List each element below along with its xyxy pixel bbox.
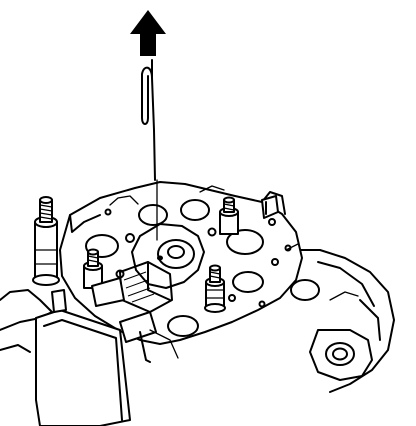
plate-hole [138, 204, 168, 226]
wire-pin-tool [141, 59, 158, 241]
connector-block [35, 277, 179, 426]
plate-hole [226, 229, 264, 255]
plate-holes [85, 199, 320, 337]
terminal-stud-upper-right [219, 196, 239, 235]
plate-hole [180, 199, 210, 221]
plate-hole [290, 279, 320, 301]
arrow-up-icon [130, 10, 166, 56]
plate-hole [232, 271, 264, 293]
mounting-lug [309, 329, 373, 381]
bracket [261, 195, 279, 219]
terminal-stud-left [32, 196, 60, 286]
plate-hole [167, 315, 199, 337]
terminal-stud-center-left [83, 248, 103, 289]
terminal-stud-center-right [204, 264, 226, 313]
alternator-housing [0, 249, 395, 393]
brush-holder [119, 223, 205, 313]
